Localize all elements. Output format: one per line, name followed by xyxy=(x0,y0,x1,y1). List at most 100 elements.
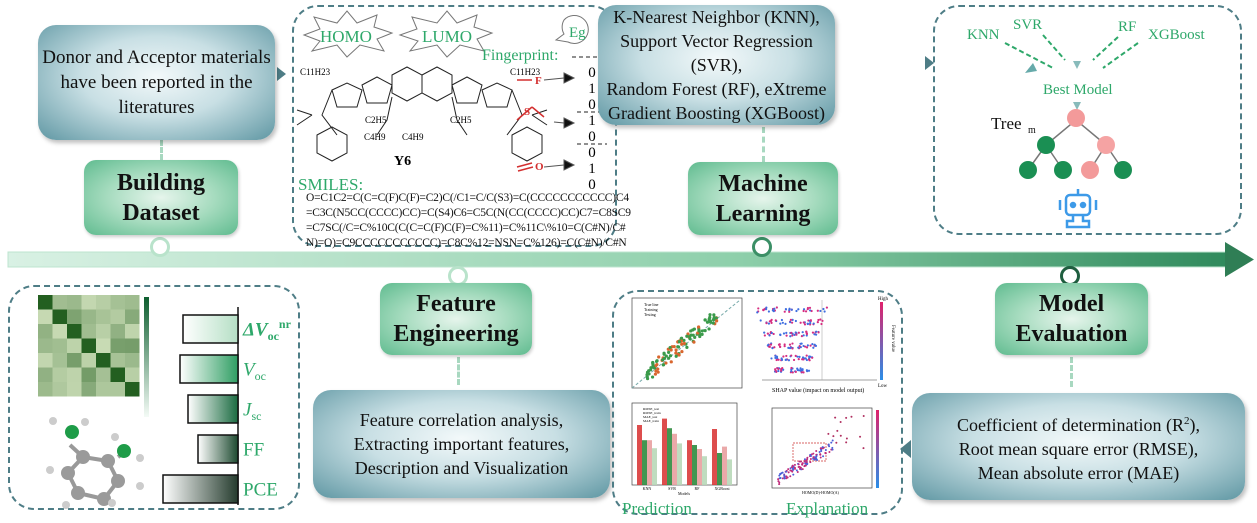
shap-point xyxy=(777,367,780,371)
metric-bar xyxy=(697,449,702,485)
shap-point xyxy=(805,346,809,349)
metric-bar xyxy=(647,440,652,485)
dependence-point xyxy=(798,467,801,470)
feature-panel xyxy=(8,285,300,510)
feature-label: Voc xyxy=(243,359,266,384)
fingerprint-bit: 1 xyxy=(588,81,596,97)
legend-item: MAE_train xyxy=(643,419,659,423)
dependence-point xyxy=(824,449,827,452)
dependence-point xyxy=(831,448,834,451)
smiles-line: O=C1C2=C(C=C(F)C(F)=C2)C(/C1=C/C(S3)=C(C… xyxy=(306,192,629,204)
legend-item: MAE_test xyxy=(643,415,657,419)
heatmap-cell xyxy=(52,353,67,368)
model-selection-panel xyxy=(933,5,1242,235)
metric-bar xyxy=(667,428,672,485)
model-label-svr: SVR xyxy=(1013,17,1042,33)
parity-point xyxy=(657,355,661,359)
dependence-point xyxy=(777,480,780,483)
parity-point xyxy=(668,354,673,358)
dependence-point xyxy=(778,483,781,486)
dependence-point xyxy=(789,469,792,472)
bar-tick: RF xyxy=(695,486,701,491)
dependence-point xyxy=(779,476,782,479)
shap-point xyxy=(789,335,792,338)
heatmap-cell xyxy=(67,367,82,382)
shap-point xyxy=(790,308,793,311)
parity-point xyxy=(712,313,716,317)
shap-point xyxy=(765,322,768,325)
parity-point xyxy=(698,334,702,339)
dependence-point xyxy=(787,468,790,471)
shap-point xyxy=(802,321,805,324)
shap-point xyxy=(805,330,808,334)
dependence-point xyxy=(790,466,793,469)
dependence-point xyxy=(845,416,848,419)
parity-point xyxy=(688,337,692,341)
eg-label: Eg xyxy=(569,25,586,41)
feature-bar xyxy=(197,434,239,464)
shap-point xyxy=(791,342,794,345)
dependence-point xyxy=(819,456,822,459)
evaluation-line: ), xyxy=(1189,414,1201,435)
parity-point xyxy=(707,327,711,331)
shap-point xyxy=(791,347,794,350)
shap-point xyxy=(790,331,793,334)
arrow-right-icon xyxy=(277,67,286,81)
shap-point xyxy=(803,323,807,326)
fingerprint-bit: 0 xyxy=(588,177,596,190)
feature-bar xyxy=(179,354,239,384)
fingerprint-bit: 0 xyxy=(588,65,596,81)
feature-label-main: J xyxy=(243,399,252,421)
shap-point xyxy=(768,334,771,337)
lumo-label: LUMO xyxy=(422,27,472,46)
feature-visualization xyxy=(38,295,239,509)
shap-point xyxy=(821,319,824,322)
side-chain-label: C4H9 xyxy=(402,132,424,142)
metric-bar xyxy=(642,440,647,485)
shap-point xyxy=(780,369,783,372)
feature-bar xyxy=(187,394,239,424)
tree-subscript: m xyxy=(1028,125,1036,136)
feature-label-main: ΔV xyxy=(243,319,268,341)
shap-point xyxy=(801,356,805,359)
parity-point xyxy=(650,375,655,379)
dependence-point xyxy=(827,443,830,446)
shap-point xyxy=(804,345,807,348)
shap-point xyxy=(770,331,773,335)
heatmap-cell xyxy=(125,324,140,339)
shap-point xyxy=(796,355,799,358)
heatmap-cell xyxy=(67,353,82,368)
shap-point xyxy=(799,321,802,324)
shap-point xyxy=(811,331,815,334)
shap-point xyxy=(780,358,784,362)
ml-description-line: Support Vector Regression (SVR), xyxy=(620,31,813,75)
ml-description-line: Random Forest (RF), eXtreme xyxy=(606,79,827,99)
heatmap-cell xyxy=(38,324,53,339)
shap-point xyxy=(785,331,788,334)
shap-point xyxy=(805,358,809,362)
parity-point xyxy=(661,358,665,362)
heatmap-cell xyxy=(96,382,111,397)
shap-point xyxy=(763,331,766,334)
model-selection-diagram: KNN SVR RF XGBoost Best Model Tree m xyxy=(967,17,1206,229)
stage-title-line: Engineering xyxy=(393,321,519,347)
parity-point xyxy=(700,332,704,336)
feature-description-line: Extracting important features, xyxy=(353,434,570,454)
parity-point xyxy=(651,365,655,369)
parity-point xyxy=(674,354,678,358)
shap-point xyxy=(775,306,778,309)
shap-point xyxy=(797,346,800,349)
parity-point xyxy=(682,341,686,346)
shap-point xyxy=(779,333,782,336)
side-chain-label: C2H5 xyxy=(365,115,387,125)
shap-point xyxy=(775,358,778,362)
arrow-right-icon xyxy=(925,56,934,70)
shap-point xyxy=(800,342,803,345)
parity-point xyxy=(667,350,671,354)
dependence-point xyxy=(815,458,818,461)
shap-point xyxy=(799,367,802,370)
heatmap-cell xyxy=(110,382,125,397)
shap-point xyxy=(783,310,786,313)
